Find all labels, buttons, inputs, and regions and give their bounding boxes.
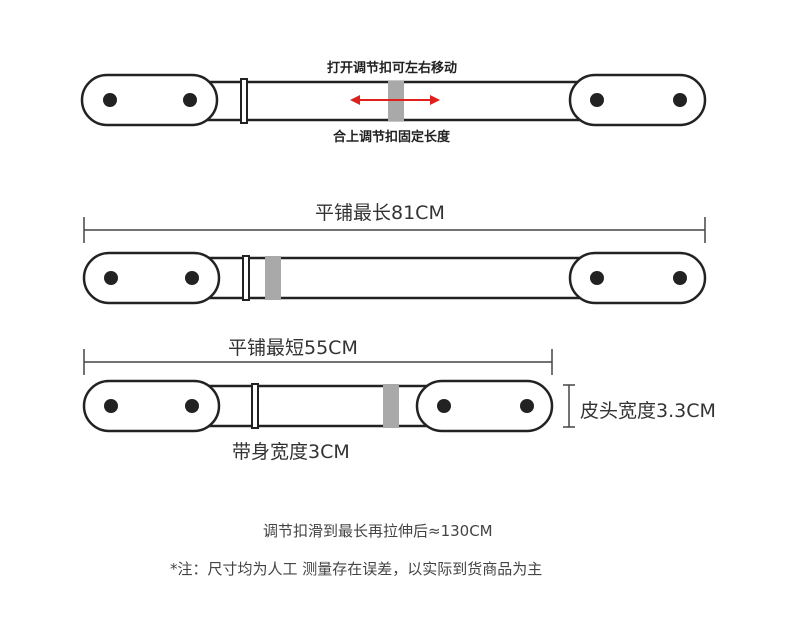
rivet (185, 271, 199, 285)
rivet (590, 93, 604, 107)
rivet (437, 399, 451, 413)
note-max-stretch: 调节扣滑到最长再拉伸后≈130CM (263, 522, 493, 540)
rivet (673, 93, 687, 107)
rivet (590, 271, 604, 285)
rivet (673, 271, 687, 285)
arrow-right-head (430, 95, 440, 105)
adjust-close-label: 合上调节扣固定长度 (333, 130, 451, 145)
strap-loop (251, 383, 259, 429)
strap-min (82, 379, 554, 433)
rivet (104, 271, 118, 285)
leather-width-bracket (563, 384, 575, 428)
adjust-buckle (383, 384, 399, 428)
strap-max (82, 251, 707, 305)
flat-max-label: 平铺最长81CM (315, 202, 445, 224)
arrow-left-head (350, 95, 360, 105)
leather-end-right (568, 251, 707, 305)
leather-end-left (82, 379, 221, 433)
strap-loop (242, 255, 250, 301)
leather-width-label: 皮头宽度3.3CM (580, 400, 716, 422)
strap-width-label: 带身宽度3CM (232, 441, 350, 463)
dimension-min (83, 349, 553, 375)
strap-loop (240, 78, 248, 124)
rivet (103, 93, 117, 107)
leather-end-right (568, 73, 707, 127)
rivet (183, 93, 197, 107)
rivet (185, 399, 199, 413)
leather-end-right (415, 379, 554, 433)
rivet (520, 399, 534, 413)
strap-adjust (80, 73, 707, 127)
note-disclaimer: *注：尺寸均为人工 测量存在误差，以实际到货商品为主 (170, 560, 543, 578)
flat-min-label: 平铺最短55CM (228, 337, 358, 359)
dimension-max (83, 217, 706, 243)
leather-end-left (80, 73, 219, 127)
adjust-open-label: 打开调节扣可左右移动 (327, 61, 458, 76)
leather-end-left (82, 251, 221, 305)
adjust-buckle (265, 256, 281, 300)
rivet (104, 399, 118, 413)
